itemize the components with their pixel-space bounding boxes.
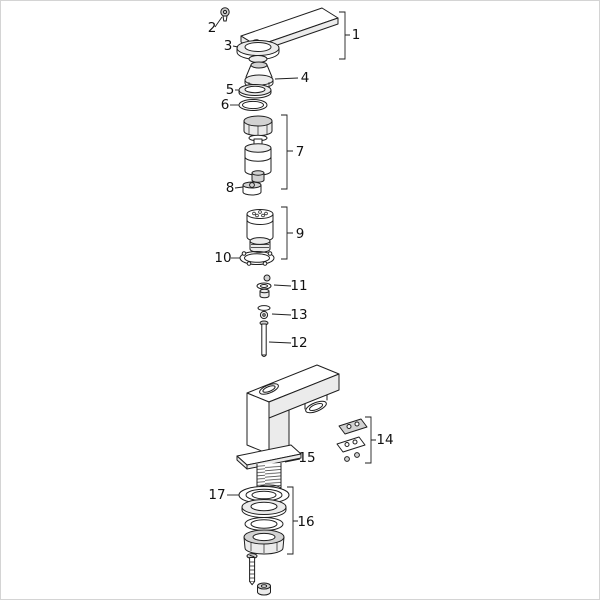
part-label-3: 3 xyxy=(224,38,233,54)
bracket-14 xyxy=(365,416,376,464)
leader-13 xyxy=(271,313,292,316)
part-2-set-screw xyxy=(214,7,230,28)
part-label-9: 9 xyxy=(296,226,305,242)
part-1-lever-plate xyxy=(240,7,350,60)
part-label-8: 8 xyxy=(226,180,235,196)
part-8-adapter xyxy=(234,181,262,196)
part-label-10: 10 xyxy=(214,250,231,266)
part-label-11: 11 xyxy=(290,278,307,294)
part-10-friction-ring xyxy=(231,251,275,266)
part-labels: 1 2 3 4 5 6 7 8 9 10 11 13 12 14 15 17 1… xyxy=(208,20,394,530)
faucet-body xyxy=(246,364,340,455)
part-14-fixing-clips xyxy=(336,416,376,464)
leader-4 xyxy=(274,77,299,80)
part-11-linkage-parts xyxy=(256,274,292,299)
part-label-14: 14 xyxy=(376,432,393,448)
part-label-4: 4 xyxy=(301,70,310,86)
leader-3 xyxy=(232,45,239,48)
part-6-o-ring xyxy=(230,99,268,111)
bottom-nut xyxy=(257,582,271,596)
part-label-7: 7 xyxy=(296,144,305,160)
leader-12 xyxy=(268,341,292,344)
part-label-1: 1 xyxy=(352,27,361,43)
part-15-threaded-shank xyxy=(256,458,301,494)
part-3-rosette xyxy=(232,40,280,63)
bracket-16 xyxy=(287,486,298,555)
part-label-15: 15 xyxy=(298,450,315,466)
part-label-13: 13 xyxy=(290,307,307,323)
part-label-5: 5 xyxy=(226,82,235,98)
part-label-17: 17 xyxy=(208,487,225,503)
leader-2 xyxy=(214,16,223,28)
part-label-2: 2 xyxy=(208,20,217,36)
part-label-6: 6 xyxy=(221,97,230,113)
leader-11 xyxy=(273,284,292,287)
leader-15 xyxy=(284,458,301,463)
bottom-screw xyxy=(246,553,258,586)
part-16-mounting-set xyxy=(241,486,298,555)
part-12-lift-rod xyxy=(259,320,292,358)
bracket-7 xyxy=(281,114,293,190)
part-13-pivot-parts xyxy=(257,305,292,320)
part-label-12: 12 xyxy=(290,335,307,351)
leader-8 xyxy=(234,186,244,189)
spout-outlet xyxy=(305,400,327,414)
bracket-9 xyxy=(281,206,293,260)
part-4-cartridge-sleeve xyxy=(244,61,299,89)
part-5-spacer-ring xyxy=(235,84,272,99)
bracket-1 xyxy=(339,11,350,60)
part-7-cartridge-assembly xyxy=(243,114,293,190)
part-9-aerator xyxy=(246,206,293,260)
part-label-16: 16 xyxy=(297,514,314,530)
